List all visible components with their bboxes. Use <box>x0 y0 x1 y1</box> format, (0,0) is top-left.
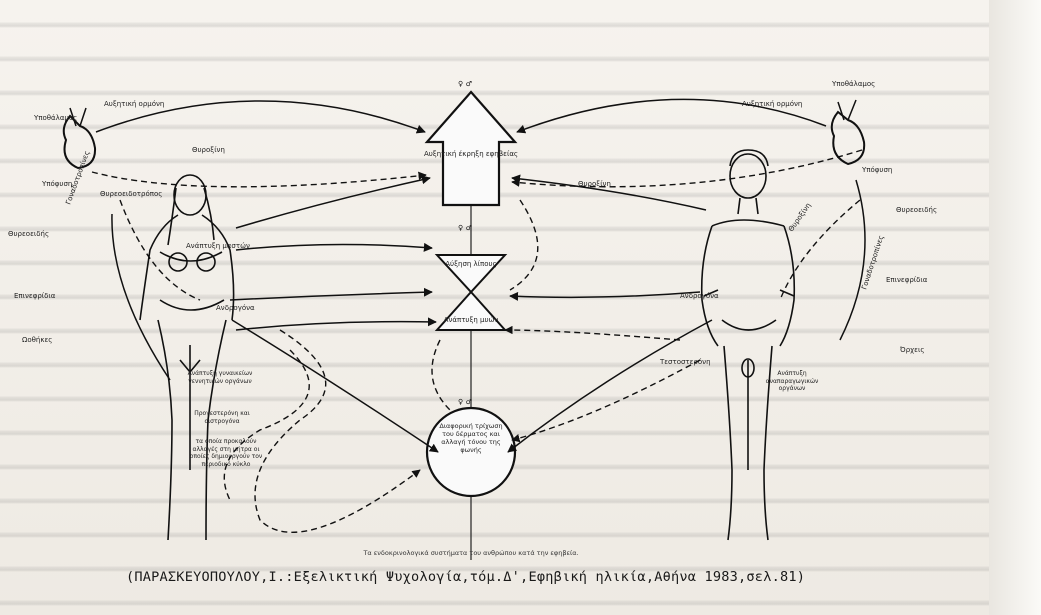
left-gonadotropins-label: Γοναδοτροπίνες <box>64 150 91 206</box>
testosterone-label: Τεστοστερόνη <box>659 358 711 366</box>
right-pituitary-label: Υπόφυση <box>861 166 892 174</box>
growth-spurt-label: Αυξητική έκρηξη εφηβείας <box>424 150 518 158</box>
progesterone-label: Προγεστερόνη και οιστρογόνα <box>182 410 262 425</box>
ovaries-label: Ωοθήκες <box>22 336 52 344</box>
right-growth-hormone-label: Αυξητική ορμόνη <box>742 100 802 108</box>
hair-voice-circle: Διαφορική τρίχωση του δέρματος και αλλαγ… <box>427 408 515 496</box>
circle-sex-symbols: ♀ ♂ <box>458 398 472 406</box>
muscle-growth-label: Ανάπτυξη μυών <box>444 316 499 324</box>
left-androgens-label: Ανδρογόνα <box>216 304 255 312</box>
left-growth-hormone-label: Αυξητική ορμόνη <box>104 100 164 108</box>
testes-label: Όρχεις <box>899 346 924 354</box>
right-thyroxine-label: Θυροξίνη <box>787 202 812 234</box>
hair-voice-label: Διαφορική τρίχωση του δέρματος και αλλαγ… <box>437 422 505 454</box>
right-adrenal-label: Επινεφρίδια <box>886 276 928 284</box>
sex-symbols: ♀ ♂ <box>458 80 472 88</box>
growth-spurt-arrow: Αυξητική έκρηξη εφηβείας <box>424 92 518 205</box>
thyrotropin-label: Θυρεοειδοτρόπος <box>100 190 162 198</box>
figure-caption: Τα ενδοκρινολογικά συστήματα του ανθρώπο… <box>362 549 578 557</box>
male-figure <box>702 150 795 540</box>
left-adrenal-label: Επινεφρίδια <box>14 292 56 300</box>
left-thyroid-label: Θυρεοειδής <box>8 230 49 238</box>
source-citation: (ΠΑΡΑΣΚΕΥΟΠΟΥΛΟΥ,Ι.:Εξελικτική Ψυχολογία… <box>126 569 886 585</box>
male-genitals-label: Ανάπτυξη αναπαραγωγικών οργάνων <box>752 370 832 393</box>
fat-increase-label: Αύξηση λίπους <box>445 260 496 268</box>
left-pituitary-label: Υπόφυση <box>41 180 72 188</box>
hourglass-sex-symbols: ♀ ♂ <box>458 224 472 232</box>
endocrine-diagram: ♀ ♂ Αυξητική έκρηξη εφηβείας Αύξηση λίπο… <box>0 0 1041 600</box>
left-hypothalamus-label: Υποθάλαμος <box>33 114 77 122</box>
female-genitals-label: Ανάπτυξη γυναικείων γεννητικών οργάνων <box>180 370 260 385</box>
female-cycle-note: τα οποία προκαλούν αλλαγές στη μήτρα οι … <box>186 438 266 468</box>
left-thyroxine-label: Θυροξίνη <box>192 146 225 154</box>
hourglass-shape: Αύξηση λίπους Ανάπτυξη μυών <box>437 255 505 330</box>
right-thyroid-label: Θυρεοειδής <box>896 206 937 214</box>
right-hypothalamus-label: Υποθάλαμος <box>831 80 875 88</box>
